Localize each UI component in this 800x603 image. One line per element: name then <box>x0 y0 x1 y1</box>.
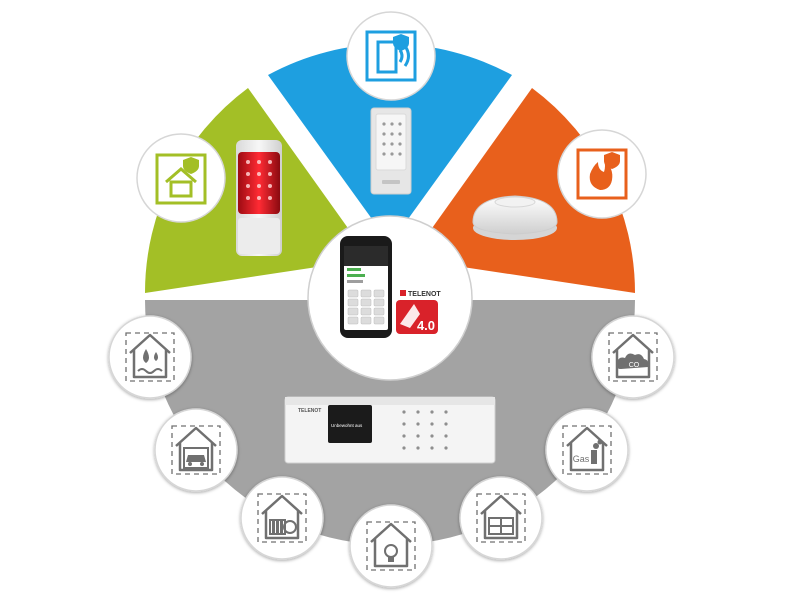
app-badge-version: 4.0 <box>417 318 435 333</box>
window-house-icon <box>459 476 543 560</box>
access-category <box>346 11 436 101</box>
gas-label: Gas <box>573 454 590 464</box>
signal-lamp-device <box>236 140 282 256</box>
building-function-icons: Gas CO <box>108 315 675 588</box>
fire-category <box>557 129 647 219</box>
heating-radiator-icon <box>240 476 324 560</box>
water-leak-house-icon <box>108 315 192 399</box>
control-panel-brand: TELENOT <box>298 408 321 414</box>
co-cloud-house-icon: CO <box>591 315 675 399</box>
house-shield-icon <box>155 153 207 205</box>
security-category <box>136 133 226 223</box>
control-panel-display: Unbewohnt aus <box>331 423 363 428</box>
co-label: CO <box>629 362 640 369</box>
telenot-app-badge: 4.0 TELENOT <box>396 290 441 334</box>
center-app-circle: 4.0 TELENOT <box>307 215 473 381</box>
smartphone <box>340 236 392 338</box>
light-bulb-house-icon <box>349 504 433 588</box>
keypad-device <box>370 107 412 195</box>
app-badge-brand: TELENOT <box>408 291 441 298</box>
alarm-control-panel: TELENOT Unbewohnt aus <box>284 396 496 464</box>
gas-house-icon: Gas <box>545 408 629 492</box>
door-wireless-icon <box>365 30 417 82</box>
smoke-detector-device <box>472 195 558 240</box>
fire-shield-icon <box>576 148 628 200</box>
garage-car-icon <box>154 408 238 492</box>
